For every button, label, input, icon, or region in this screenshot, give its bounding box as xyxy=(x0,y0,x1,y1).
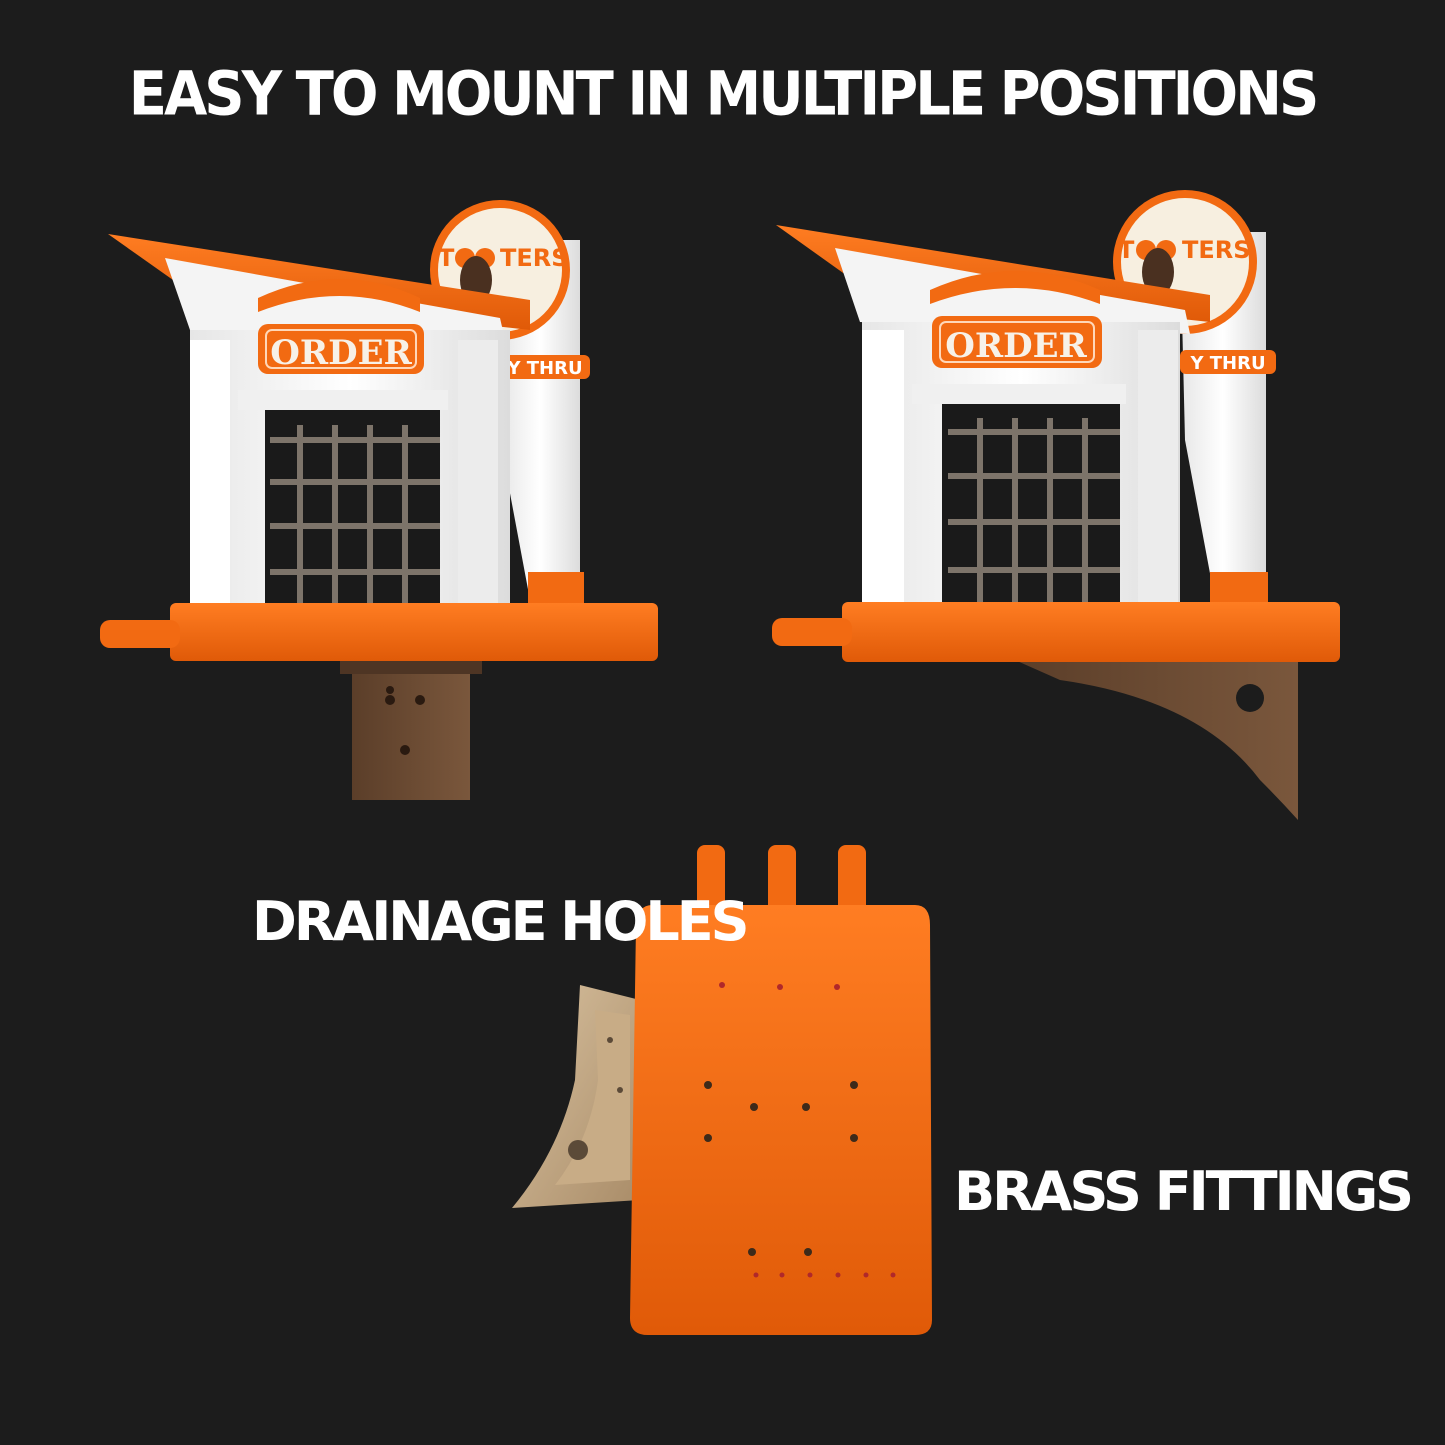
order-sign-text: ORDER xyxy=(945,326,1087,366)
drainage-holes-label: DRAINAGE HOLES xyxy=(252,890,750,953)
tray-underside xyxy=(512,845,932,1335)
wall-bracket-arched xyxy=(1015,660,1298,820)
logo-letter: T xyxy=(438,244,455,272)
tray-pegs xyxy=(697,845,866,915)
feeder-left: Y THRU T TERS ORDER xyxy=(100,200,658,800)
brass-fittings xyxy=(704,1081,858,1256)
wall-bracket-vertical xyxy=(340,660,482,800)
feeder-right: Y THRU T TERS ORDER xyxy=(772,190,1340,820)
drainage-holes xyxy=(719,982,896,1278)
logo-text: TERS xyxy=(500,244,569,272)
order-sign-text: ORDER xyxy=(270,333,412,373)
side-sign-text: Y THRU xyxy=(506,358,582,379)
headline: EASY TO MOUNT IN MULTIPLE POSITIONS xyxy=(128,59,1320,130)
logo-letter: T xyxy=(1118,236,1135,264)
wall-bracket-tan xyxy=(512,985,640,1208)
side-sign-text: Y THRU xyxy=(1189,353,1265,374)
feeder-grate xyxy=(942,404,1120,602)
feeder-grate xyxy=(265,410,440,605)
brass-fittings-label: BRASS FITTINGS xyxy=(954,1160,1414,1223)
owl-icon xyxy=(1142,248,1174,296)
logo-text: TERS xyxy=(1182,236,1251,264)
